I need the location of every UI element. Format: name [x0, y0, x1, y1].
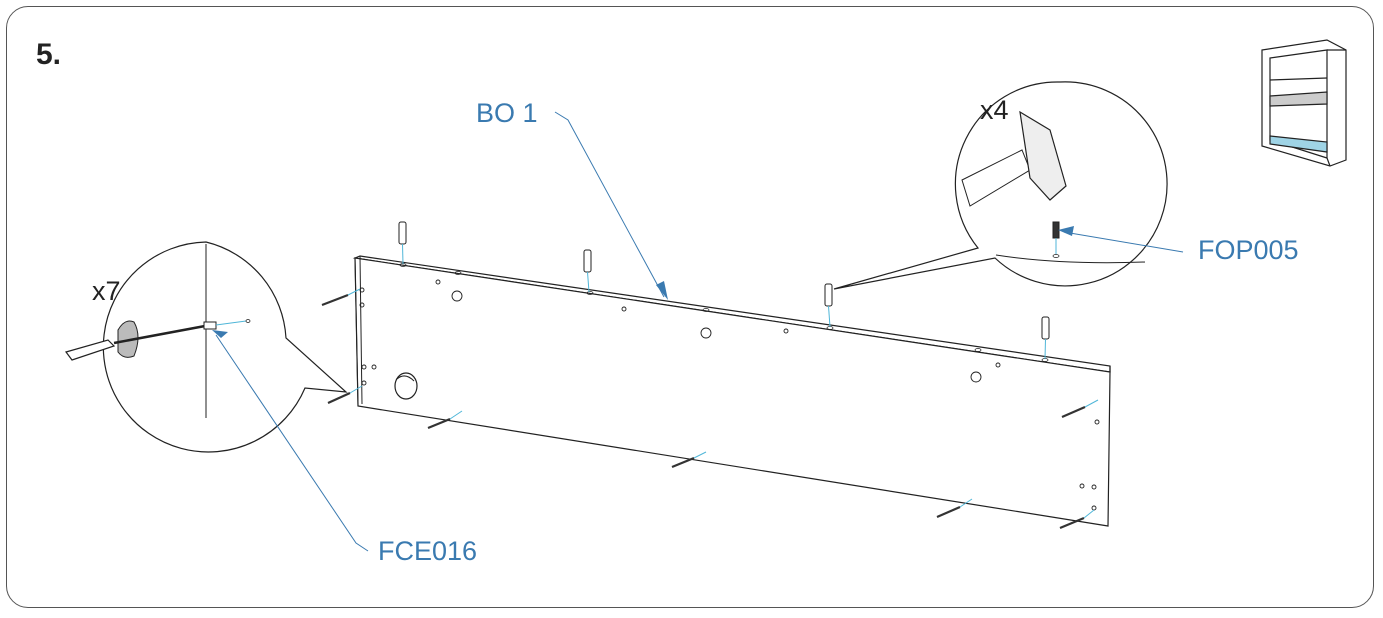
dowels-top: [398, 221, 1050, 360]
dowel-quantity: x4: [980, 95, 1009, 125]
screw-detail-circle: [64, 241, 348, 453]
panel-bo1: [352, 255, 1111, 527]
cam-screw-label: FCE016: [378, 536, 478, 566]
cabinet-reference-icon: [1261, 39, 1347, 167]
leader-lines: [215, 111, 1184, 552]
dowel-detail-circle: [833, 81, 1168, 290]
cam-screw-quantity: x7: [92, 276, 121, 306]
cam-screws: [321, 288, 1099, 530]
dowel-label: FOP005: [1198, 235, 1299, 265]
instruction-frame: [6, 6, 1374, 608]
step-number: 5.: [36, 38, 62, 71]
panel-label: BO 1: [476, 98, 538, 128]
